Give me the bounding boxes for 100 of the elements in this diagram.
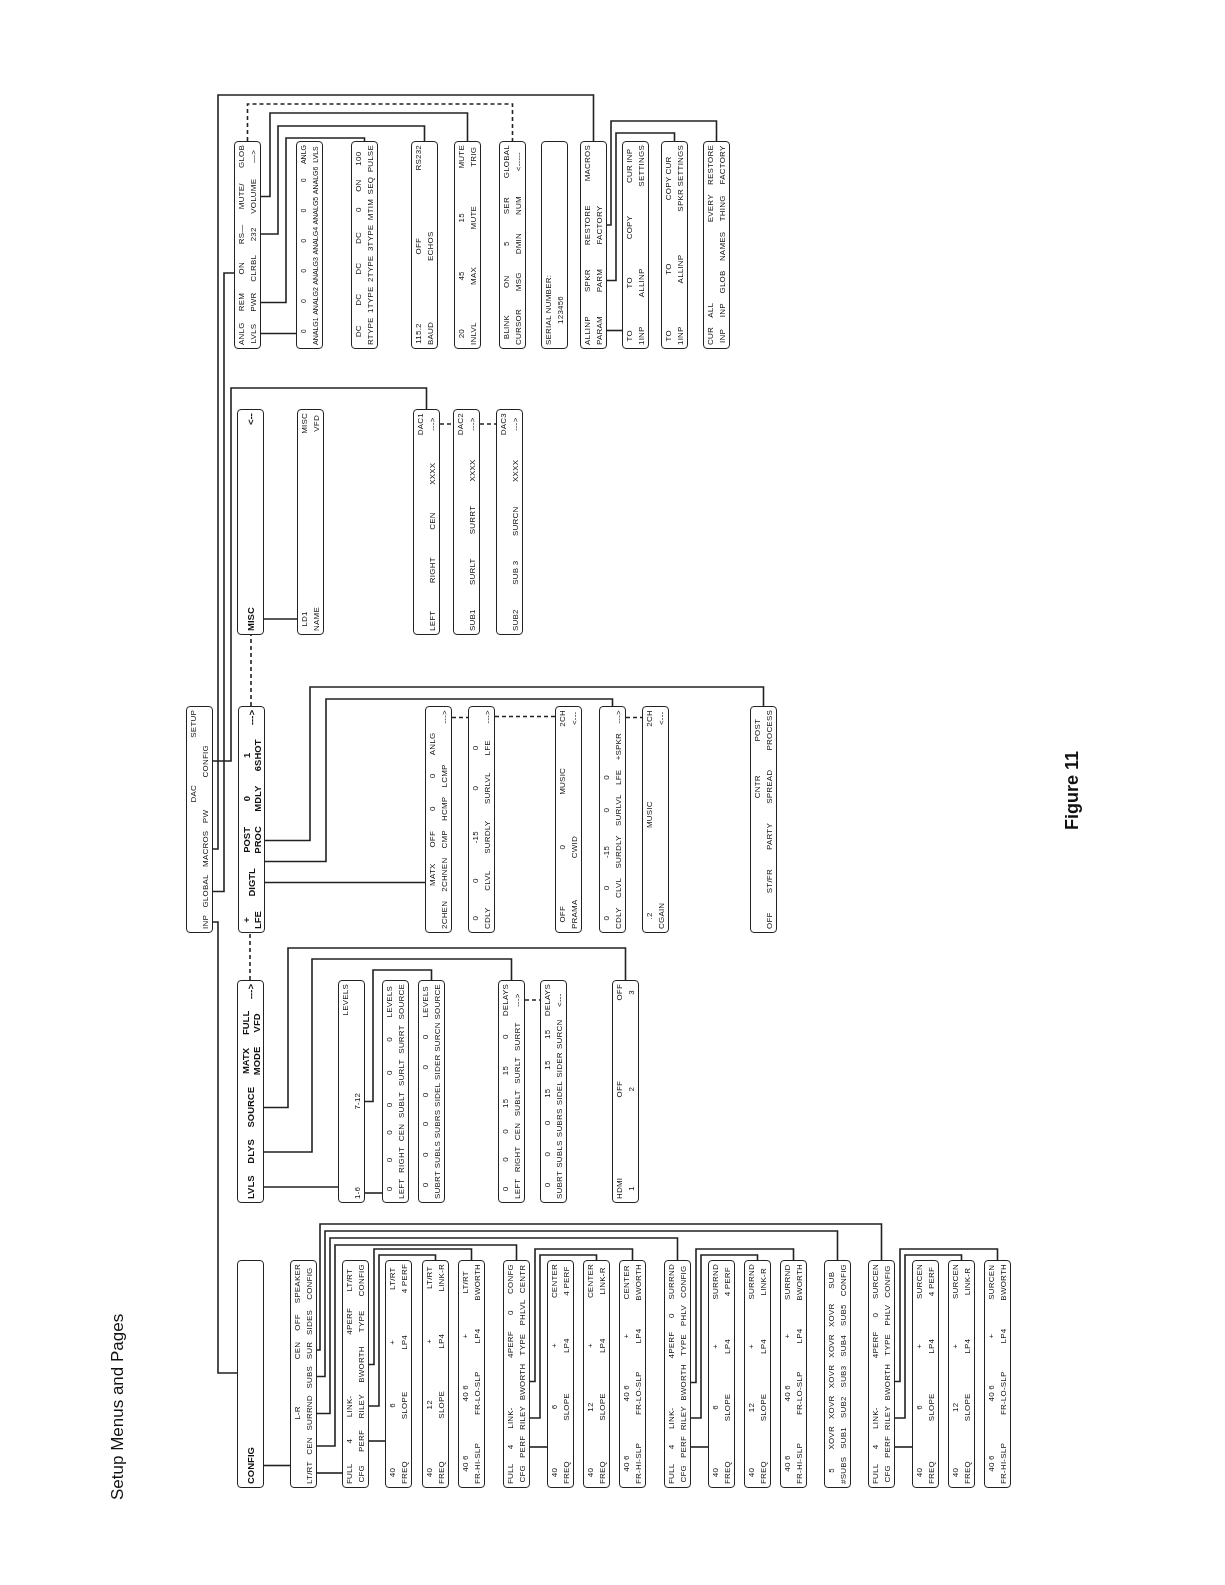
menu-item: +SPKR <box>613 732 624 761</box>
connector-line <box>364 969 433 1103</box>
connector-line <box>316 1230 839 1378</box>
menu-page-box <box>984 1260 1011 1488</box>
menu-item: MATX MODE <box>238 1046 263 1076</box>
menu-item: 4 PERF <box>666 1435 689 1459</box>
menu-item: 45 MAX <box>456 266 479 285</box>
menu-page-box <box>385 1260 412 1488</box>
menu-item: ---> <box>439 710 450 724</box>
menu-item: COPY <box>624 215 635 240</box>
menu-item: 12 SLOPE <box>950 1393 973 1422</box>
menu-item: + LP4 <box>460 1328 483 1344</box>
menu-item: 40 FREQ <box>549 1460 572 1484</box>
connector-line <box>212 387 428 762</box>
connector-line <box>316 1223 883 1351</box>
menu-item: 0 CLVL <box>601 877 624 899</box>
menu-item: OFF <box>764 912 775 929</box>
menu-item: SURCEN 4 PERF <box>914 1264 937 1299</box>
menu-page-box <box>580 141 607 349</box>
menu-item: MACROS <box>200 830 211 867</box>
menu-item: DELAYS <--- <box>542 984 565 1017</box>
menu-page-box <box>297 409 324 635</box>
menu-item: 100 PULSE <box>353 145 376 173</box>
menu-item: TO ALLINP <box>663 254 686 284</box>
connector-line <box>260 137 366 304</box>
menu-item: 40 6 FR-LO-SLP <box>782 1371 805 1416</box>
menu-page-box <box>555 706 582 933</box>
menu-item: DAC1 ---> <box>415 413 438 436</box>
menu-item: SERIAL NUMBER: 123456 <box>543 274 566 345</box>
menu-item: 0 SIDER <box>420 1054 443 1080</box>
menu-item: 0 PHLV <box>870 1304 893 1326</box>
menu-item: 40 6 FR-LO-SLP <box>621 1371 644 1416</box>
menu-page-box <box>411 141 438 349</box>
menu-item: SETUP <box>188 710 199 738</box>
menu-page-box <box>351 141 378 349</box>
menu-item: 40 6 FR-HI-SLP <box>460 1443 483 1484</box>
menu-item: 0 LFE <box>470 740 493 756</box>
menu-item: L-R SURRND <box>292 1395 315 1431</box>
menu-item: 40 6 FR-HI-SLP <box>986 1443 1009 1484</box>
connector-line <box>625 716 643 719</box>
menu-item: SER NUM <box>501 196 524 216</box>
menu-item: XOVR SUB3 <box>826 1364 849 1389</box>
menu-page-box <box>422 1260 449 1488</box>
connector-line <box>439 423 454 425</box>
menu-page-box <box>703 141 730 349</box>
menu-page-box <box>338 980 365 1203</box>
menu-page-box <box>413 409 440 635</box>
connector-line <box>479 423 497 425</box>
menu-item: CENTER BWORTH <box>621 1264 644 1301</box>
menu-page-box <box>238 706 265 933</box>
menu-item: 6 SLOPE <box>549 1393 572 1421</box>
menu-item: ALLINP PARAM <box>582 316 605 345</box>
menu-item: 15 SURLT <box>500 1057 523 1084</box>
menu-item: SOURCE <box>244 1086 257 1128</box>
menu-item: HDMI 1 <box>614 1177 637 1199</box>
connector-line <box>368 1248 473 1366</box>
menu-item: 0 RIGHT <box>384 1147 407 1173</box>
menu-item: XOVR SUB4 <box>826 1334 849 1358</box>
menu-page-box <box>342 1260 369 1488</box>
menu-item: 4PERF TYPE <box>344 1307 367 1335</box>
connector-line <box>529 1248 634 1383</box>
menu-item: 0 CLVL <box>470 870 493 891</box>
menu-item: RIGHT <box>427 557 438 584</box>
menu-item: + LP4 <box>710 1339 733 1354</box>
menu-item: 0 HCMP <box>427 796 450 821</box>
connector-line <box>494 715 556 718</box>
menu-item: REM PWR <box>236 292 259 312</box>
menu-item: 0 SURLVL <box>470 772 493 804</box>
menu-item: TO 1INP <box>663 326 686 345</box>
menu-item: 12 SLOPE <box>424 1390 447 1419</box>
menu-item: + LP4 <box>549 1338 572 1354</box>
menu-item: + LFE <box>239 911 264 929</box>
menu-item: LT/RT CONFIG <box>344 1264 367 1297</box>
connector-line <box>264 686 765 842</box>
connector-line <box>264 698 614 863</box>
connector-line <box>316 1244 518 1447</box>
menu-page-box <box>186 706 213 933</box>
menu-item: NAMES <box>717 231 728 262</box>
menu-item: 40 6 FR-LO-SLP <box>460 1371 483 1416</box>
menu-page-box <box>237 980 264 1203</box>
menu-page-box <box>708 1260 735 1488</box>
menu-item: CONFIG <box>244 1447 257 1484</box>
menu-item: MUTE TRIG <box>456 145 479 169</box>
menu-item: DC RTYPE <box>353 317 376 345</box>
menu-item: 115.2 BAUD <box>413 321 436 345</box>
menu-item: 40 6 FR-LO-SLP <box>986 1371 1009 1416</box>
menu-page-box <box>499 141 526 349</box>
menu-item: ---> <box>244 984 257 1000</box>
menu-item: MUSIC <box>644 801 655 829</box>
menu-item: 0 SURLVL <box>601 794 624 827</box>
connector-line <box>260 125 426 235</box>
title: Setup Menus and Pages <box>108 1313 128 1500</box>
menu-item: POST PROC <box>239 826 264 854</box>
menu-item: + LP4 <box>914 1338 937 1354</box>
menu-item: CENTER LINK-R <box>585 1264 608 1299</box>
figure-caption: Figure 11 <box>1062 750 1083 830</box>
menu-item: 0 SURCN <box>420 1022 443 1052</box>
menu-page-box <box>750 706 777 933</box>
menu-item: XOVR SUB1 <box>826 1426 849 1450</box>
menu-item: 40 FREQ <box>746 1460 769 1484</box>
